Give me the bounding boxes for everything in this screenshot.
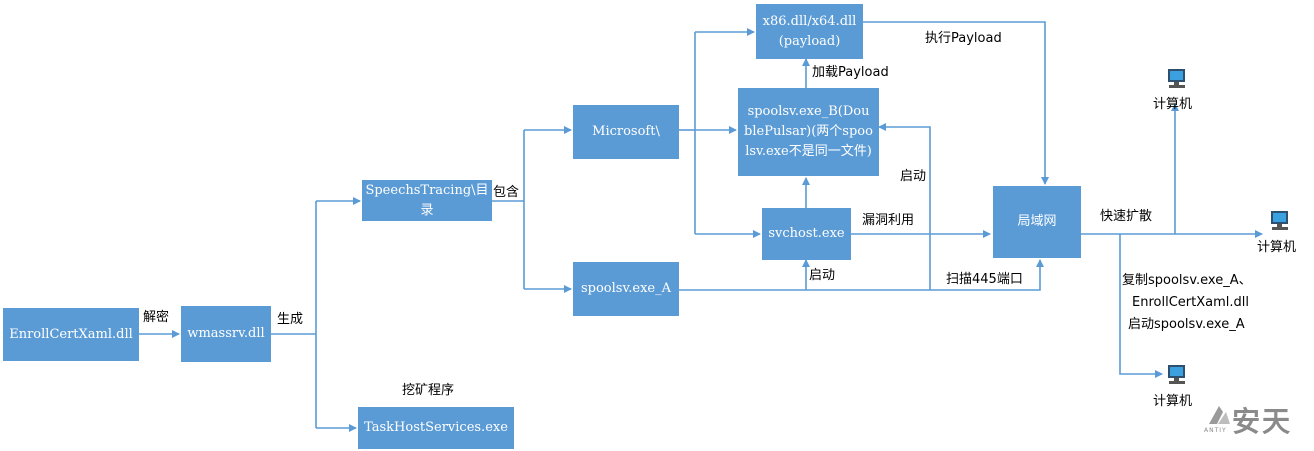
- node-microsoft: Microsoft\: [573, 105, 679, 159]
- label-miner: 挖矿程序: [402, 383, 455, 398]
- computer-label-right: 计算机: [1257, 240, 1297, 255]
- computer-label-bottom: 计算机: [1153, 394, 1193, 409]
- node-lan: 局域网: [993, 186, 1081, 258]
- label-copy-line1: 复制spoolsv.exe_A、: [1122, 273, 1252, 288]
- label-copy-line3: 启动spoolsv.exe_A: [1128, 317, 1245, 332]
- node-payload-dll: x86.dll/x64.dll (payload): [756, 4, 863, 59]
- node-enrollcertxaml: EnrollCertXaml.dll: [3, 308, 139, 361]
- computer-icon: [1168, 69, 1185, 88]
- edge-start-b: [878, 123, 931, 290]
- computer-icon: [1271, 211, 1288, 230]
- label-contains: 包含: [493, 185, 520, 200]
- node-svchost: svchost.exe: [762, 208, 851, 260]
- edge-exec-payload: [863, 21, 1049, 185]
- label-generate: 生成: [277, 312, 304, 327]
- computer-label-top: 计算机: [1153, 97, 1193, 112]
- computer-icon: [1168, 365, 1185, 384]
- label-exec-payload: 执行Payload: [925, 31, 1002, 46]
- node-taskhostservices: TaskHostServices.exe: [358, 407, 514, 449]
- node-spoolsv-a: spoolsv.exe_A: [573, 262, 679, 316]
- label-copy-line2: EnrollCertXaml.dll: [1132, 295, 1249, 310]
- brand-sub: ANTIY: [1204, 427, 1227, 434]
- label-start-b: 启动: [900, 169, 927, 184]
- brand-name: 安天: [1232, 405, 1293, 438]
- antiy-logo-icon: [1209, 406, 1230, 424]
- label-load-payload: 加载Payload: [812, 65, 889, 80]
- edge-scan-445: [930, 259, 1044, 291]
- label-exploit: 漏洞利用: [862, 213, 915, 228]
- node-speechstracing: SpeechsTracing\目录: [362, 180, 492, 221]
- label-decrypt: 解密: [143, 310, 170, 325]
- label-start-svchost: 启动: [809, 268, 836, 283]
- node-spoolsv-b: spoolsv.exe_B(DoublePulsar)(两个spoolsv.ex…: [738, 88, 879, 176]
- label-scan-445: 扫描445端口: [946, 272, 1023, 287]
- node-wmassrv: wmassrv.dll: [181, 306, 271, 362]
- edge-to-pc-bottom: [1119, 234, 1163, 378]
- label-fast-spread: 快速扩散: [1100, 209, 1153, 224]
